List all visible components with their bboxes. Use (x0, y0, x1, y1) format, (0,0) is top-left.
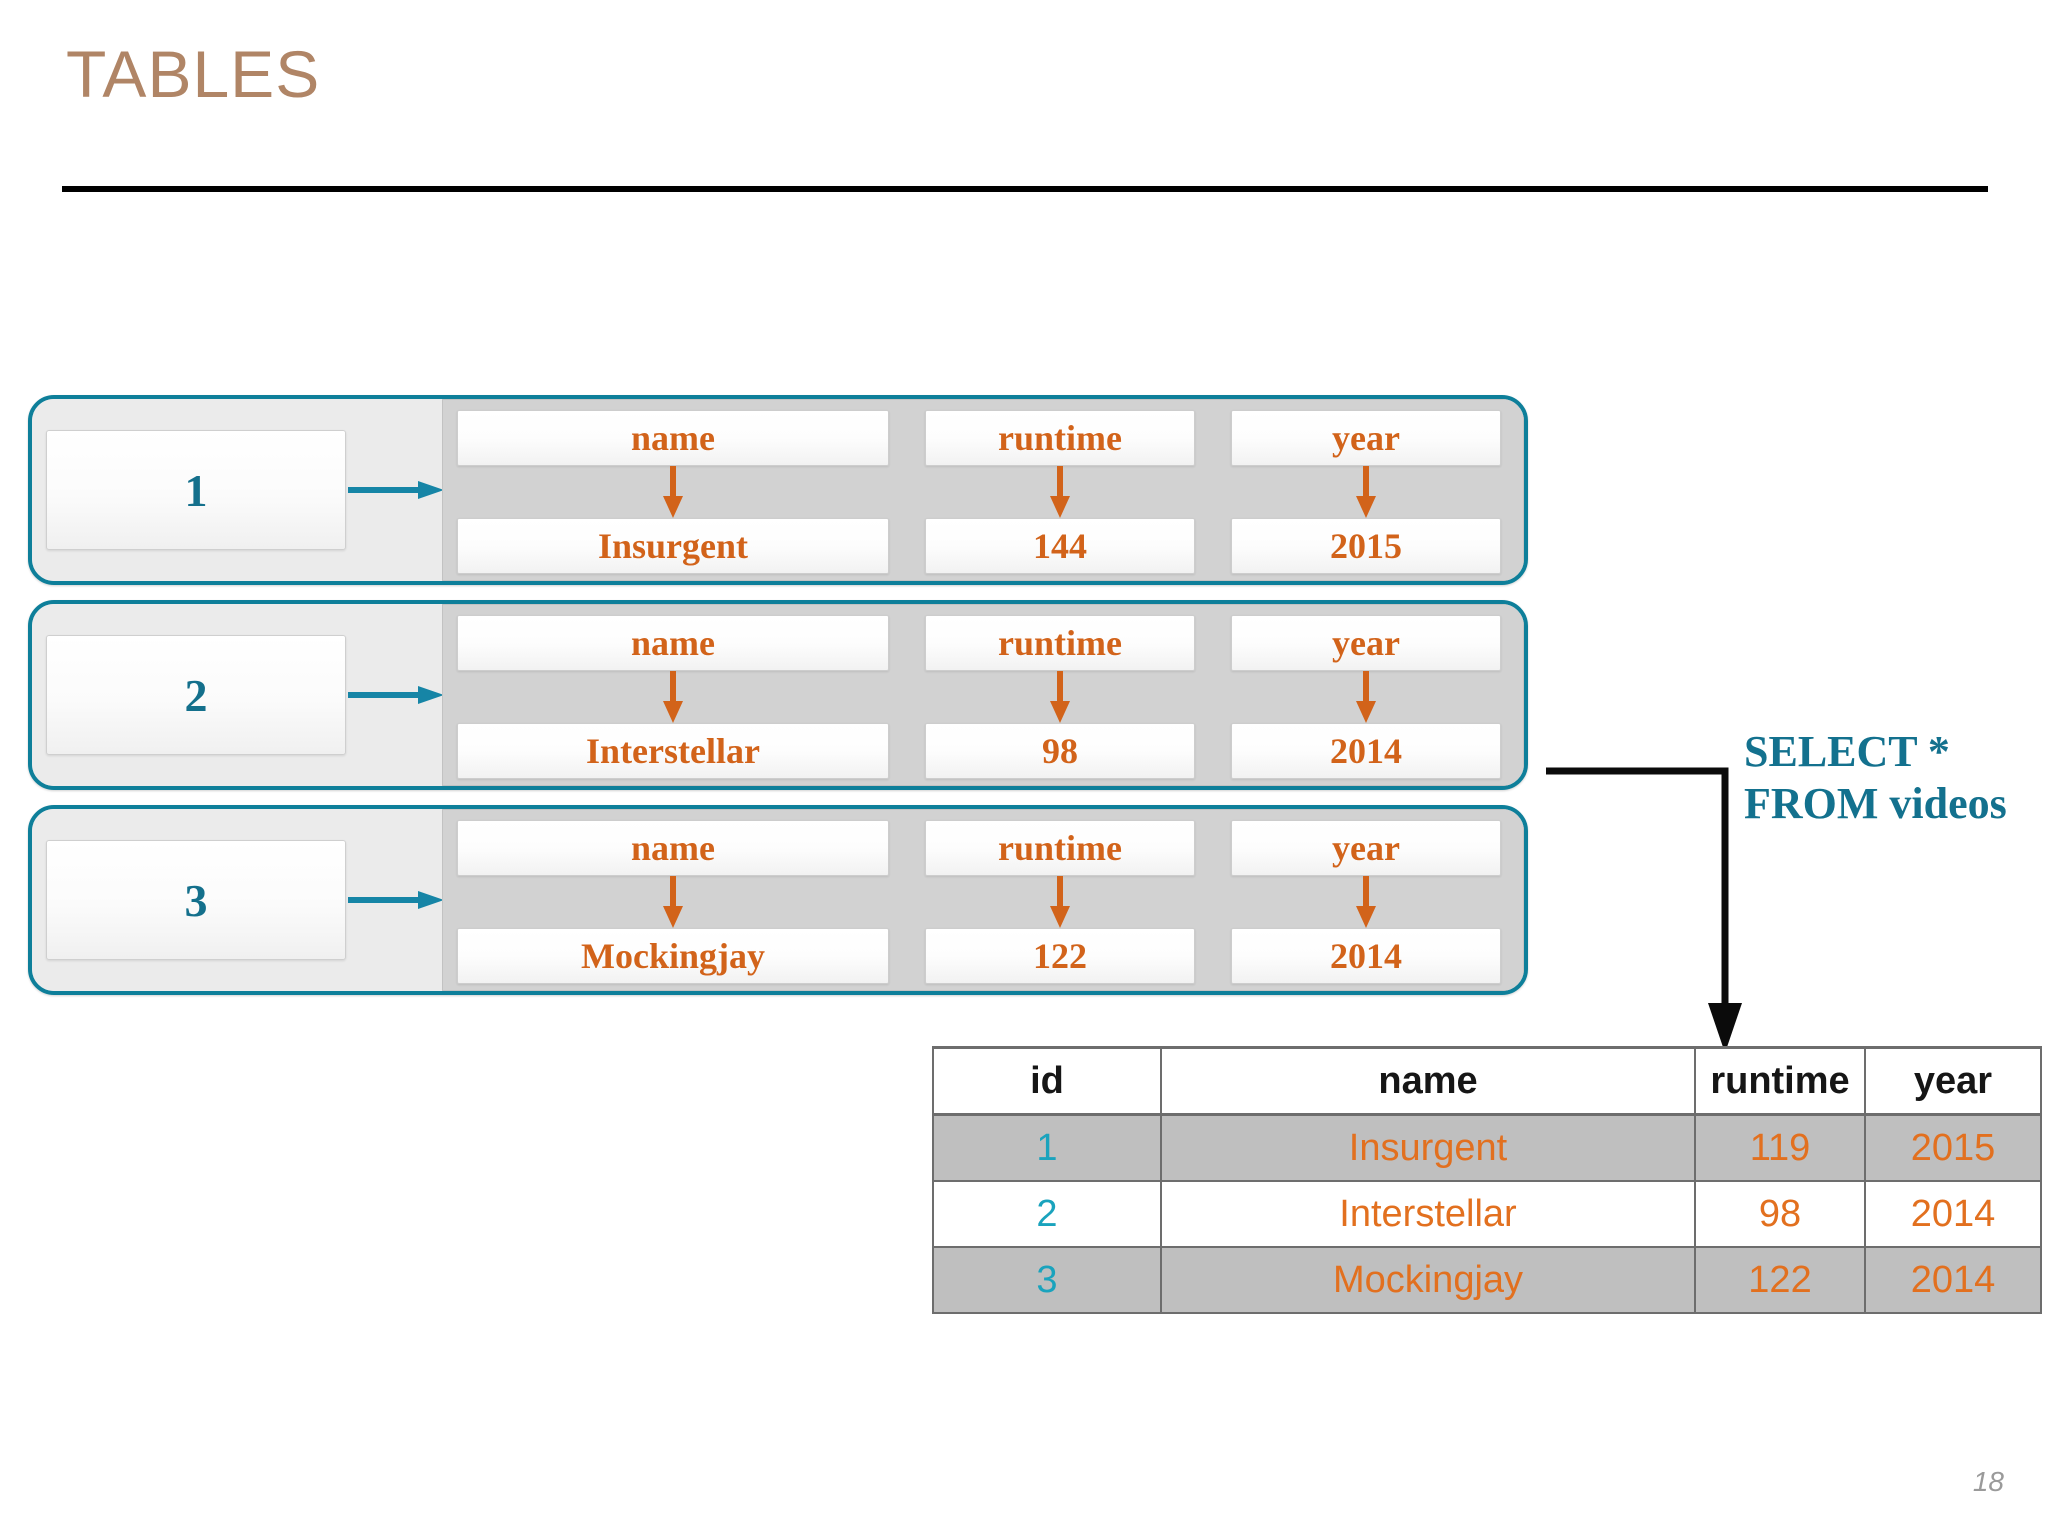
column-header-runtime[interactable]: runtime (1694, 1046, 1866, 1116)
table-header-row: id name runtime year (932, 1046, 2042, 1116)
field-header-runtime: runtime (925, 410, 1195, 466)
result-table: id name runtime year 1 Insurgent 119 201… (932, 1046, 2042, 1314)
arrow-slot-name (457, 876, 889, 928)
arrow-slot-year (1231, 671, 1501, 723)
sql-query-line-1: SELECT * (1744, 727, 1950, 776)
arrow-slot-runtime (925, 466, 1195, 518)
field-header-year: year (1231, 410, 1501, 466)
table-row[interactable]: 3 Mockingjay 122 2014 (932, 1246, 2042, 1314)
table-row[interactable]: 1 Insurgent 119 2015 (932, 1113, 2042, 1182)
cell-runtime: 98 (1694, 1180, 1866, 1248)
arrow-slot-runtime (925, 671, 1195, 723)
field-header-runtime: runtime (925, 615, 1195, 671)
column-header-year[interactable]: year (1864, 1046, 2042, 1116)
field-header-row: name runtime year (457, 820, 1509, 876)
field-value-name: Mockingjay (457, 928, 889, 984)
record-id-box: 1 (46, 430, 346, 550)
cell-runtime: 119 (1694, 1113, 1866, 1182)
record-card-list: 1 name runtime year (28, 395, 1528, 995)
field-header-year: year (1231, 615, 1501, 671)
column-header-name[interactable]: name (1160, 1046, 1696, 1116)
field-arrow-row (457, 466, 1509, 518)
arrow-slot-name (457, 466, 889, 518)
record-card: 1 name runtime year (28, 395, 1528, 585)
field-value-row: Insurgent 144 2015 (457, 518, 1509, 574)
cell-name: Insurgent (1160, 1113, 1696, 1182)
field-arrow-row (457, 876, 1509, 928)
result-table-container: id name runtime year 1 Insurgent 119 201… (932, 1046, 2042, 1314)
field-header-row: name runtime year (457, 615, 1509, 671)
field-arrow-row (457, 671, 1509, 723)
arrow-slot-name (457, 671, 889, 723)
record-id-zone: 2 (32, 604, 444, 786)
record-id-zone: 3 (32, 809, 444, 991)
down-arrow-icon (663, 671, 683, 723)
field-header-year: year (1231, 820, 1501, 876)
field-header-row: name runtime year (457, 410, 1509, 466)
page-number: 18 (1972, 1466, 2004, 1497)
record-link-arrow-icon (348, 891, 444, 909)
field-value-year: 2015 (1231, 518, 1501, 574)
down-arrow-icon (1050, 876, 1070, 928)
field-value-runtime: 98 (925, 723, 1195, 779)
down-arrow-icon (663, 466, 683, 518)
title-divider (62, 186, 1988, 192)
record-card: 3 name runtime year (28, 805, 1528, 995)
field-header-name: name (457, 820, 889, 876)
table-row[interactable]: 2 Interstellar 98 2014 (932, 1180, 2042, 1248)
field-value-name: Insurgent (457, 518, 889, 574)
sql-query-line-2: FROM videos (1744, 778, 2007, 828)
column-header-id[interactable]: id (932, 1046, 1162, 1116)
arrow-slot-year (1231, 466, 1501, 518)
cell-id: 2 (932, 1180, 1162, 1248)
field-header-name: name (457, 410, 889, 466)
field-value-row: Interstellar 98 2014 (457, 723, 1509, 779)
arrow-slot-year (1231, 876, 1501, 928)
record-id-value: 3 (184, 874, 208, 926)
field-value-name: Interstellar (457, 723, 889, 779)
record-id-box: 2 (46, 635, 346, 755)
field-header-runtime: runtime (925, 820, 1195, 876)
record-field-panel: name runtime year (442, 809, 1524, 991)
record-field-panel: name runtime year (442, 399, 1524, 581)
cell-name: Mockingjay (1160, 1246, 1696, 1314)
field-value-runtime: 144 (925, 518, 1195, 574)
down-arrow-icon (1050, 466, 1070, 518)
cell-year: 2015 (1864, 1113, 2042, 1182)
cell-runtime: 122 (1694, 1246, 1866, 1314)
field-header-name: name (457, 615, 889, 671)
cell-id: 1 (932, 1113, 1162, 1182)
down-arrow-icon (1356, 466, 1376, 518)
cell-year: 2014 (1864, 1180, 2042, 1248)
record-field-panel: name runtime year (442, 604, 1524, 786)
down-arrow-icon (1050, 671, 1070, 723)
arrow-slot-runtime (925, 876, 1195, 928)
cell-name: Interstellar (1160, 1180, 1696, 1248)
cell-id: 3 (932, 1246, 1162, 1314)
record-id-box: 3 (46, 840, 346, 960)
record-link-arrow-icon (348, 686, 444, 704)
sql-query-label: SELECT * FROM videos (1744, 726, 2007, 830)
record-id-zone: 1 (32, 399, 444, 581)
record-id-value: 1 (184, 464, 208, 516)
elbow-connector-arrow-icon (1546, 767, 1742, 1053)
field-value-year: 2014 (1231, 928, 1501, 984)
record-link-arrow-icon (348, 481, 444, 499)
record-id-value: 2 (184, 669, 208, 721)
down-arrow-icon (663, 876, 683, 928)
field-value-runtime: 122 (925, 928, 1195, 984)
down-arrow-icon (1356, 671, 1376, 723)
field-value-row: Mockingjay 122 2014 (457, 928, 1509, 984)
down-arrow-icon (1356, 876, 1376, 928)
page-title: TABLES (66, 37, 321, 111)
field-value-year: 2014 (1231, 723, 1501, 779)
cell-year: 2014 (1864, 1246, 2042, 1314)
record-card: 2 name runtime year (28, 600, 1528, 790)
